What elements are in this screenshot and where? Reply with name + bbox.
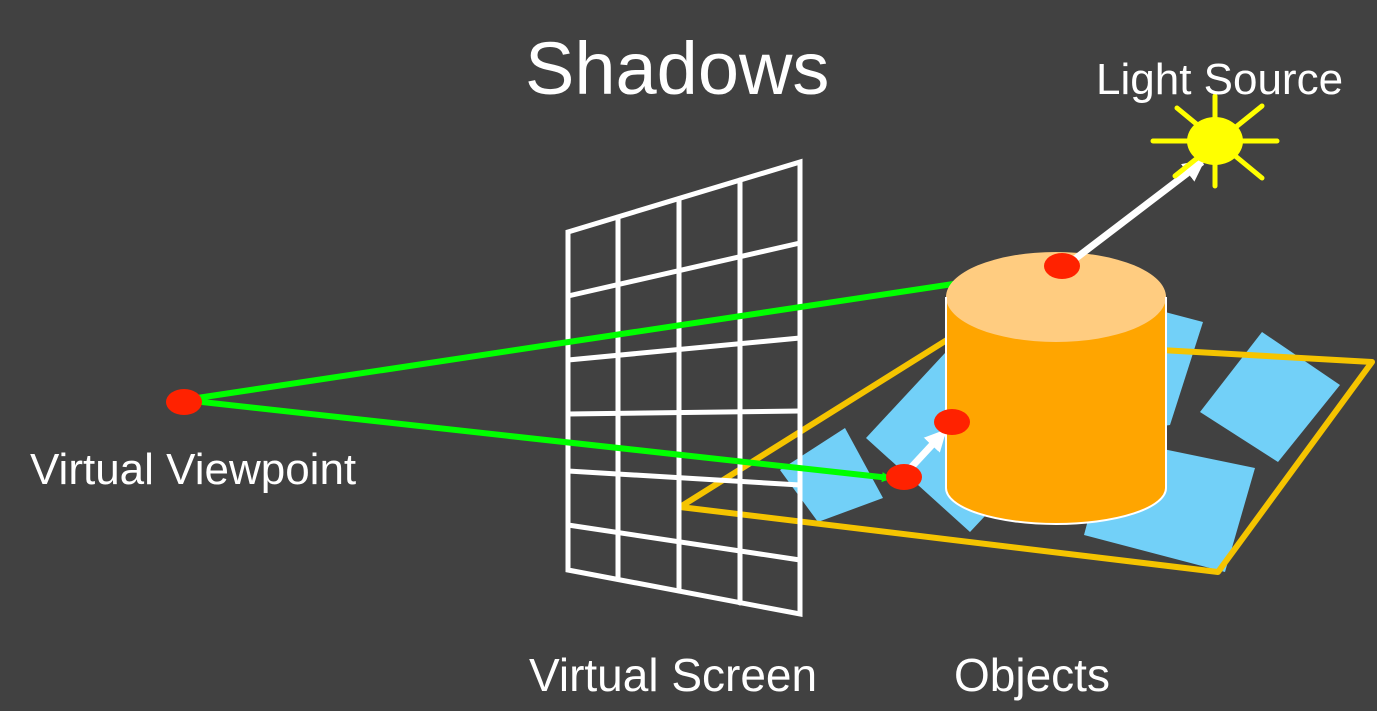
hit-point-floor [886,464,922,490]
virtual-screen-label: Virtual Screen [529,649,818,701]
floor-tile [1163,312,1203,426]
viewpoint-dot [166,389,202,415]
light-source-label: Light Source [1096,55,1344,104]
virtual-screen-grid [565,158,803,618]
virtual-viewpoint-label: Virtual Viewpoint [30,445,357,494]
hit-point-cylinder [934,409,970,435]
eye-ray-lower [183,397,892,483]
cylinder-top [946,252,1166,342]
floor-tile [1200,332,1340,462]
cylinder-side [946,297,1166,524]
floor-tile [780,428,883,522]
floor-outline [677,335,1375,575]
shadow-ray-to-light [1064,159,1206,268]
page-title: Shadows [525,27,830,110]
cylinder [945,252,1167,525]
sun-icon [1150,93,1280,189]
objects-label: Objects [954,649,1110,701]
hit-point-top [1044,253,1080,279]
eye-ray-upper [183,266,1048,403]
